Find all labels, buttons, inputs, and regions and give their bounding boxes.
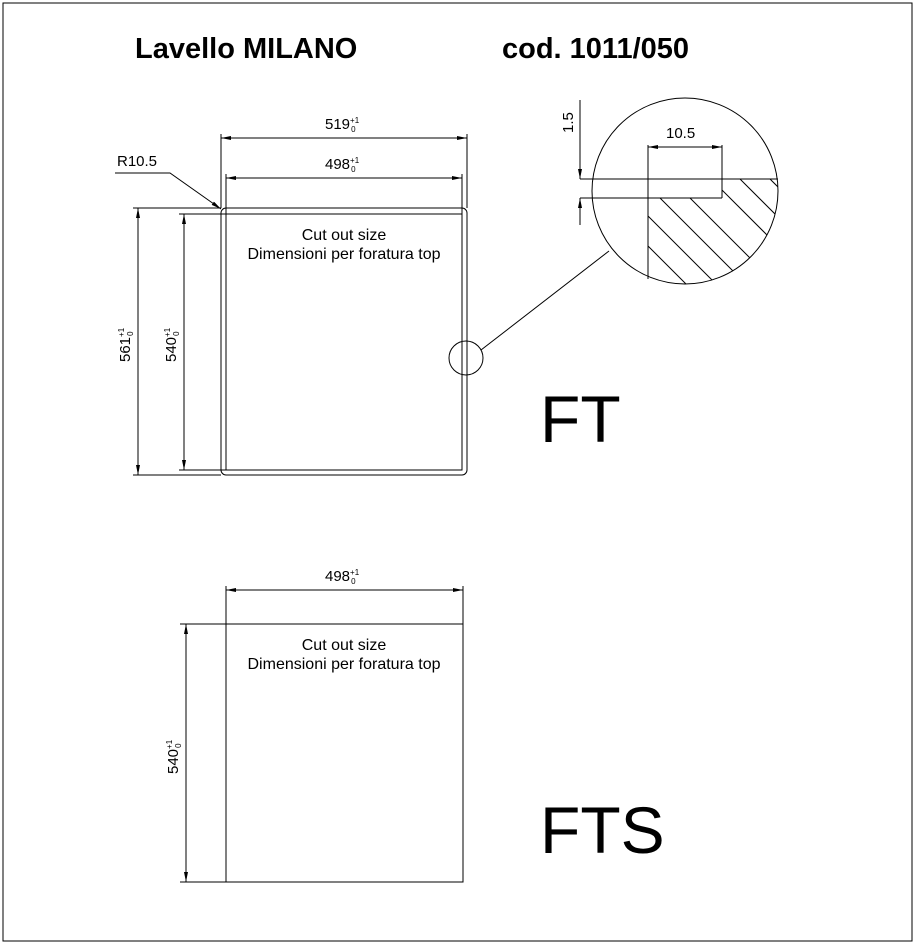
- ft-label: FT: [540, 382, 621, 456]
- dim-540: 540+10: [163, 327, 181, 362]
- fts-dim-540: 540+10: [165, 739, 183, 774]
- fts-label: FTS: [540, 793, 665, 867]
- hatch-section: [592, 178, 778, 284]
- fts-note-line2: Dimensioni per foratura top: [248, 656, 441, 673]
- ft-note-line1: Cut out size: [302, 227, 387, 244]
- radius-leader: [115, 172, 222, 210]
- detail-step-dim: 10.5: [666, 125, 695, 142]
- detail-leader: [480, 250, 610, 351]
- fts-note-line1: Cut out size: [302, 637, 387, 654]
- detail-view: 10.5 1.5: [560, 97, 779, 285]
- ft-cutout-outline: [225, 213, 463, 471]
- title-model: Lavello MILANO: [135, 33, 357, 65]
- title-code: cod. 1011/050: [502, 33, 689, 65]
- detail-circle: [591, 97, 779, 285]
- fts-cutout-outline: [225, 623, 464, 883]
- detail-marker-circle: [448, 340, 484, 376]
- detail-thickness-dim: 1.5: [560, 112, 577, 133]
- radius-label: R10.5: [117, 153, 157, 170]
- dim-561: 561+10: [117, 327, 135, 362]
- ft-note-line2: Dimensioni per foratura top: [248, 246, 441, 263]
